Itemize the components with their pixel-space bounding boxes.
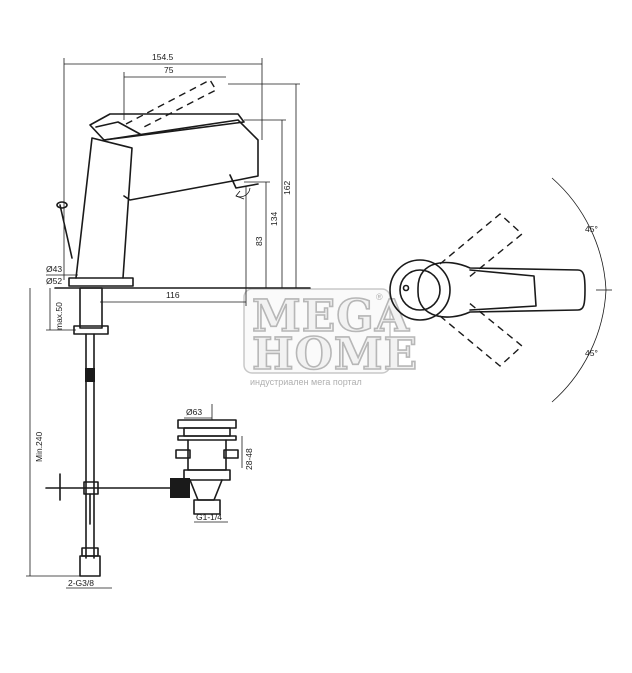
waste-washer-right bbox=[223, 449, 239, 459]
top-view-handle-rotated-up bbox=[439, 213, 524, 279]
dim-deck-thickness: max.50 bbox=[54, 302, 64, 330]
lever-handle bbox=[89, 113, 245, 141]
watermark-tagline: индустриален мега портал bbox=[250, 377, 362, 387]
dim-base-inner: Ø43 bbox=[46, 264, 62, 274]
dim-hose-length: Min.240 bbox=[34, 431, 44, 462]
top-view-angle-lower: 45° bbox=[585, 348, 598, 358]
top-view-base-inner bbox=[399, 269, 441, 311]
faucet-body bbox=[75, 137, 133, 279]
watermark-frame bbox=[243, 288, 391, 374]
dim-waste-thread: G1-1/4 bbox=[196, 512, 222, 522]
popup-rod bbox=[59, 204, 73, 259]
waste-basin-line bbox=[177, 435, 237, 441]
waste-body bbox=[187, 439, 227, 471]
dim-lever-height: 134 bbox=[269, 212, 279, 226]
waste-tail bbox=[189, 479, 223, 501]
faucet-base-plate bbox=[68, 277, 134, 287]
watermark-home: HOME bbox=[252, 329, 418, 380]
dim-hose-connection: 2-G3/8 bbox=[68, 578, 94, 588]
top-view-handle bbox=[417, 261, 586, 318]
spout-aerator bbox=[229, 174, 259, 189]
popup-waste bbox=[170, 419, 239, 515]
waste-locknut bbox=[183, 469, 231, 481]
watermark-mega: MEGA bbox=[252, 291, 410, 342]
dim-total-height: 162 bbox=[282, 181, 292, 195]
dim-waste-top: Ø63 bbox=[186, 407, 202, 417]
dim-spout-reach: 116 bbox=[166, 290, 180, 300]
lever-joint bbox=[95, 121, 141, 135]
popup-knob bbox=[56, 201, 68, 209]
aerator-swivel-arrow bbox=[235, 190, 245, 200]
faucet-top-view: 45° 45° bbox=[389, 177, 612, 403]
hose-ferrule bbox=[81, 547, 99, 557]
dim-waste-height: 28-48 bbox=[244, 448, 254, 470]
top-view-handle-inner bbox=[469, 269, 537, 311]
watermark: MEGA HOME ® индустриален мега портал bbox=[243, 288, 418, 387]
top-view-handle-rotated-down bbox=[439, 301, 524, 367]
mounting-shank bbox=[79, 287, 103, 329]
top-view-base-outer bbox=[389, 259, 451, 321]
hose-nut bbox=[79, 555, 101, 577]
waste-cap bbox=[183, 427, 231, 437]
dim-base-outer: Ø52 bbox=[46, 276, 62, 286]
dim-overall-length: 154.5 bbox=[152, 52, 174, 62]
dimension-lines: 154.5 75 162 134 83 116 Ø43 Ø52 max.50 M… bbox=[26, 52, 300, 589]
top-view-angle-arc-upper bbox=[551, 177, 607, 291]
aerator-swivel-arc bbox=[235, 187, 251, 198]
watermark-registered: ® bbox=[376, 292, 383, 302]
hose-band bbox=[85, 368, 95, 382]
linkage-clamp bbox=[83, 481, 99, 495]
waste-pivot-nut bbox=[170, 478, 190, 498]
faucet-spout bbox=[103, 119, 259, 201]
waste-tailpiece bbox=[193, 499, 221, 515]
top-view-angle-upper: 45° bbox=[585, 224, 598, 234]
waste-washer-left bbox=[175, 449, 191, 459]
lever-raised-position bbox=[125, 79, 217, 129]
dim-outlet-height: 83 bbox=[254, 236, 264, 246]
top-view-popup-hole bbox=[402, 284, 410, 292]
dim-handle-length: 75 bbox=[164, 65, 174, 75]
waste-flange bbox=[177, 419, 237, 429]
top-view-angle-arc-lower bbox=[551, 289, 607, 403]
